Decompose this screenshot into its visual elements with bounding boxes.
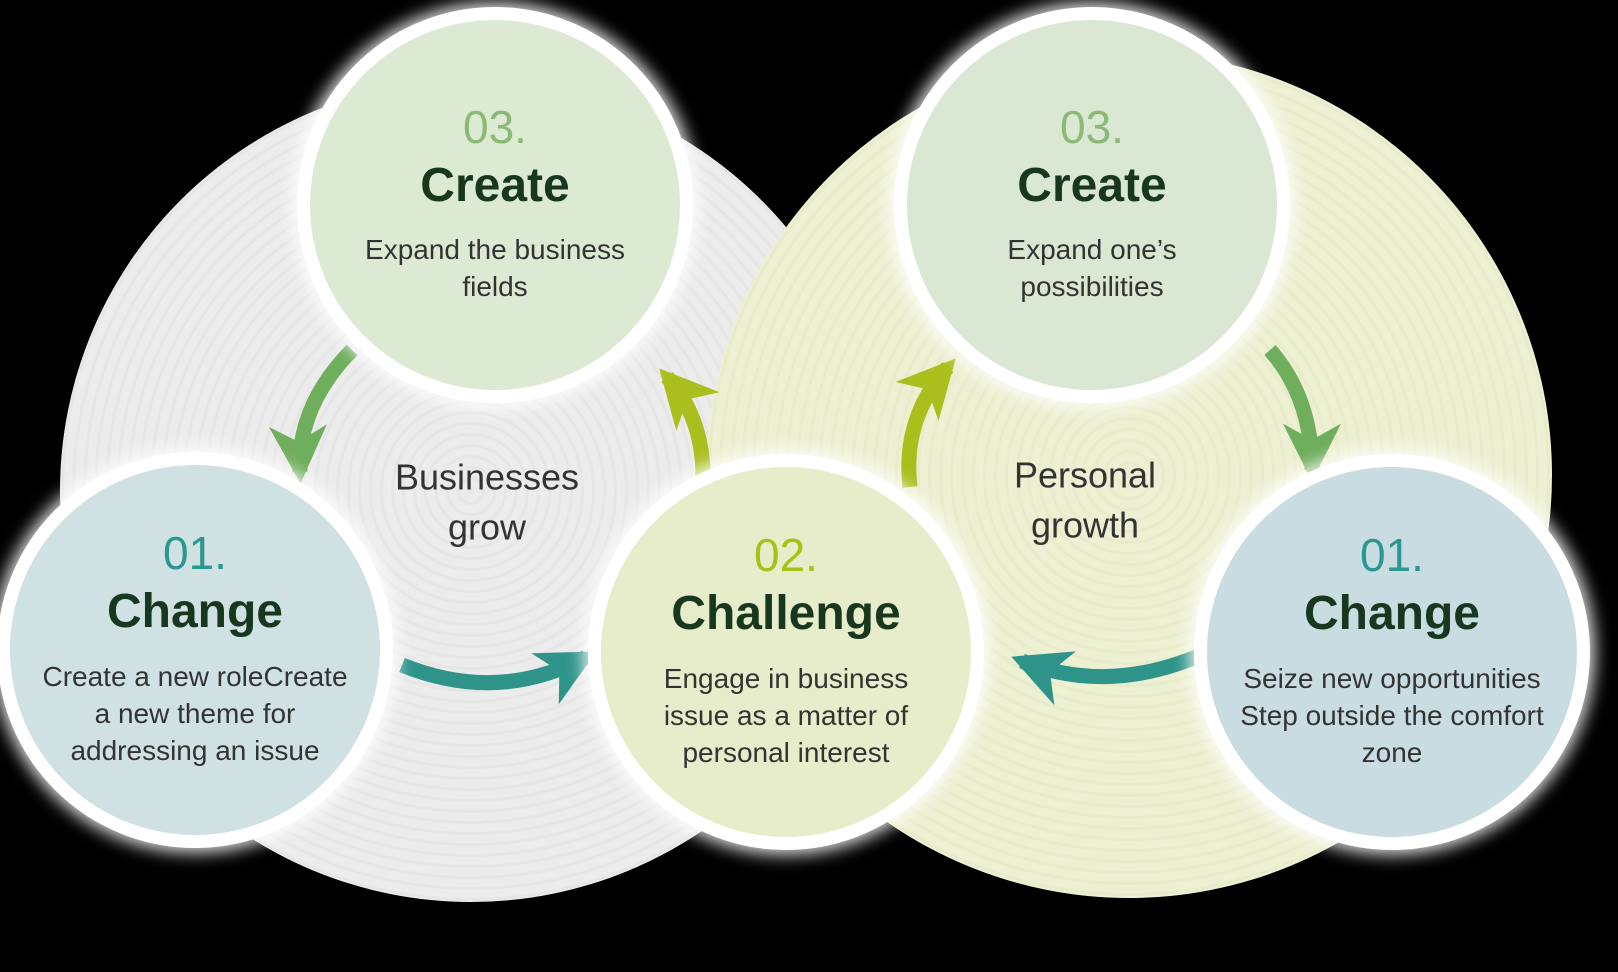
step-number: 02. <box>754 529 818 582</box>
arrow-personal-create-to-change <box>1264 345 1341 482</box>
step-description: Expand the business fields <box>365 234 625 303</box>
step-title: Change <box>106 585 283 639</box>
step-title: Change <box>1303 587 1480 641</box>
cycle-label-personal-growth: Personal growth <box>1013 454 1157 546</box>
step-description: Create a new roleCreate a new theme for … <box>42 660 348 766</box>
step-circle-change-business: 01. Change Create a new roleCreate a new… <box>0 452 393 848</box>
step-number: 01. <box>1360 529 1424 582</box>
step-circle-create-business: 03. Create Expand the business fields <box>297 7 693 403</box>
step-title: Challenge <box>671 587 901 641</box>
step-description: Expand one’s possibilities <box>1007 234 1177 303</box>
cycle-label-businesses-grow: Businesses grow <box>394 456 580 548</box>
arrow-business-change-to-challenge <box>399 650 597 705</box>
step-description: Engage in business issue as a matter of … <box>663 662 909 768</box>
step-number: 01. <box>163 527 227 580</box>
arrow-business-create-to-change <box>268 344 358 484</box>
step-title: Create <box>1017 158 1167 212</box>
step-circle-change-personal: 01. Change Seize new opportunities Step … <box>1194 454 1590 850</box>
step-number: 03. <box>463 100 527 153</box>
step-number: 03. <box>1060 100 1124 153</box>
arrow-personal-change-to-challenge <box>1011 643 1216 706</box>
step-circle-challenge-shared: 02. Challenge Engage in business issue a… <box>588 454 984 850</box>
arrow-personal-challenge-to-create <box>895 358 956 488</box>
step-description: Seize new opportunities Step outside the… <box>1240 662 1544 768</box>
step-title: Create <box>420 158 570 212</box>
step-circle-create-personal: 03. Create Expand one’s possibilities <box>894 7 1290 403</box>
